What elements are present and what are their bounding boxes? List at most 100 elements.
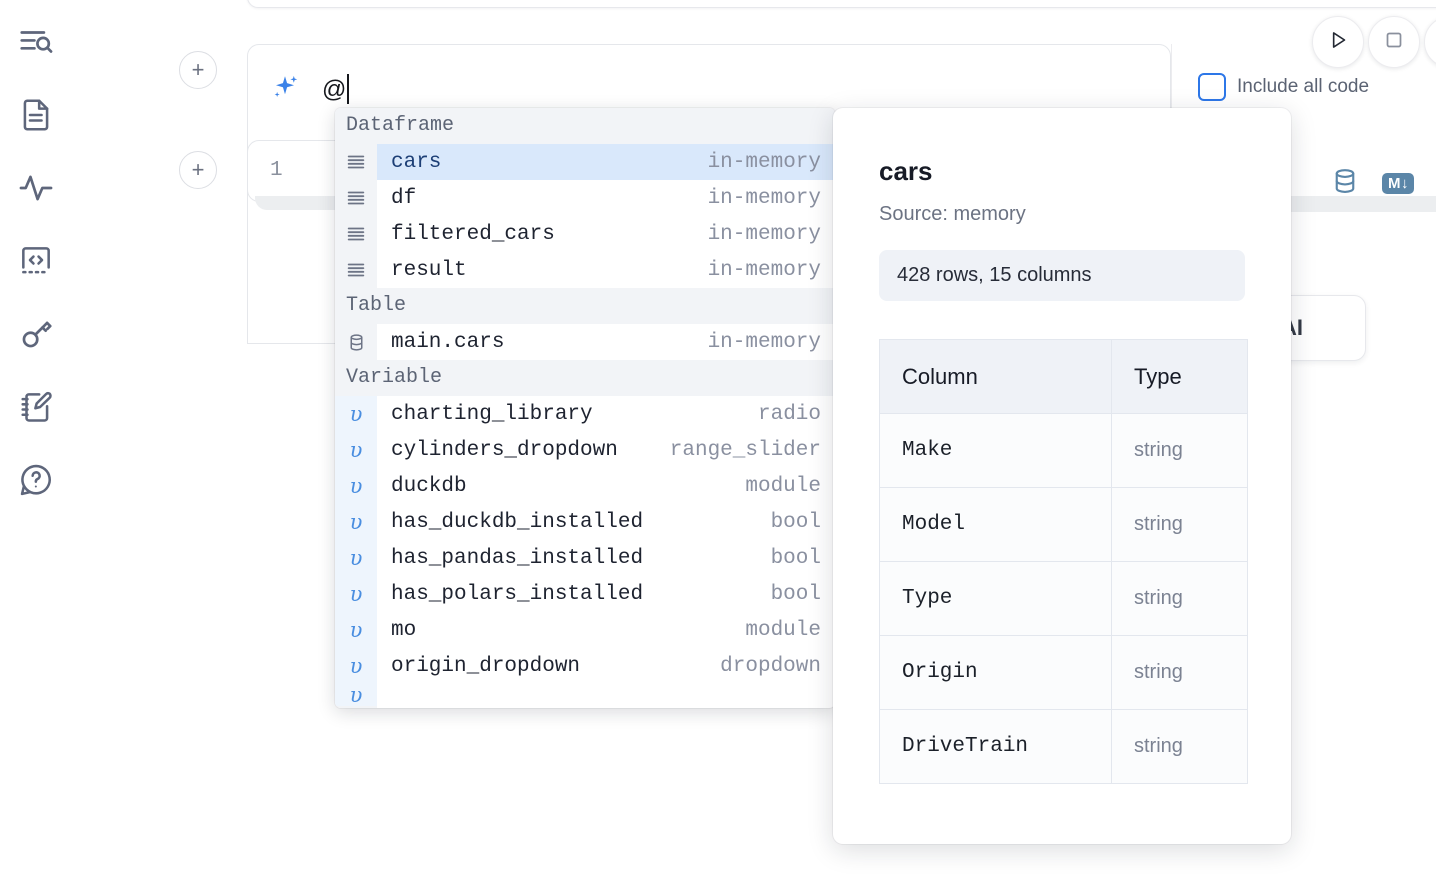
autocomplete-item-name: duckdb	[391, 474, 467, 498]
schema-column-name: Origin	[879, 635, 1112, 710]
autocomplete-item[interactable]: df in-memory	[335, 180, 835, 216]
autocomplete-list[interactable]: Dataframe cars in-memory df in-memory filtere…	[335, 108, 835, 706]
autocomplete-item-type: in-memory	[707, 150, 821, 174]
autocomplete-item-name: cars	[391, 150, 442, 174]
schema-column-type: string	[1111, 487, 1248, 562]
ai-prompt-input[interactable]: @	[322, 74, 350, 104]
play-triangle-icon	[1325, 27, 1351, 58]
autocomplete-item-type: dropdown	[720, 654, 821, 678]
autocomplete-group-header: Variable	[335, 360, 835, 396]
sidebar-item-activity[interactable]	[12, 164, 60, 212]
autocomplete-item-name: has_duckdb_installed	[391, 510, 644, 534]
schema-header-column: Column	[879, 339, 1112, 414]
autocomplete-item[interactable]: υ charting_library radio	[335, 396, 835, 432]
dataframe-icon	[335, 252, 377, 288]
autocomplete-group-header: Table	[335, 288, 835, 324]
add-cell-above-button[interactable]: +	[179, 51, 217, 89]
autocomplete-item-name: filtered_cars	[391, 222, 555, 246]
autocomplete-item-name: has_pandas_installed	[391, 546, 644, 570]
autocomplete-item-name: charting_library	[391, 402, 593, 426]
table-db-icon	[335, 324, 377, 360]
variable-icon: υ	[335, 684, 377, 706]
plus-icon: +	[191, 57, 205, 82]
more-actions-button[interactable]	[1424, 16, 1436, 68]
autocomplete-item-type: in-memory	[707, 186, 821, 210]
preview-title: cars	[879, 156, 933, 186]
include-all-code-label: Include all code	[1237, 76, 1370, 97]
autocomplete-item-type: range_slider	[669, 438, 821, 462]
schema-column-name: Make	[879, 413, 1112, 488]
stop-button[interactable]	[1368, 16, 1420, 68]
sidebar-item-help[interactable]	[12, 456, 60, 504]
schema-column-type: string	[1111, 561, 1248, 636]
sidebar-item-file[interactable]	[12, 91, 60, 139]
checkbox-box-icon[interactable]	[1198, 73, 1226, 101]
autocomplete-item-name: has_polars_installed	[391, 582, 644, 606]
dataframe-icon	[335, 216, 377, 252]
text-caret	[347, 74, 350, 104]
autocomplete-item-name: df	[391, 186, 417, 210]
markdown-icon[interactable]: M↓	[1382, 173, 1414, 194]
markdown-badge-arrow: ↓	[1401, 175, 1409, 192]
database-icon[interactable]	[1330, 166, 1360, 201]
variable-icon: υ	[335, 648, 377, 684]
add-cell-below-button[interactable]: +	[179, 151, 217, 189]
autocomplete-item-type: radio	[757, 402, 821, 426]
explore-outline-icon	[17, 23, 55, 61]
autocomplete-item-partial[interactable]: υ	[335, 684, 835, 706]
line-number: 1	[270, 159, 283, 182]
variable-icon: υ	[335, 612, 377, 648]
autocomplete-item[interactable]: υ origin_dropdown dropdown	[335, 648, 835, 684]
left-sidebar-rail	[0, 0, 72, 874]
autocomplete-dropdown[interactable]: Dataframe cars in-memory df in-memory filtere…	[335, 108, 835, 708]
autocomplete-item-name: result	[391, 258, 467, 282]
preview-shape-badge: 428 rows, 15 columns	[879, 250, 1245, 301]
variable-icon: υ	[335, 576, 377, 612]
key-icon	[17, 315, 55, 353]
schema-header-row: Column Type	[879, 339, 1248, 414]
plus-icon: +	[191, 157, 205, 182]
scratchpad-edit-icon	[17, 388, 55, 426]
autocomplete-item-name: mo	[391, 618, 417, 642]
autocomplete-item-type: in-memory	[707, 330, 821, 354]
sidebar-item-explore-outline[interactable]	[12, 18, 60, 66]
sidebar-item-secrets[interactable]	[12, 310, 60, 358]
autocomplete-group-header: Dataframe	[335, 108, 835, 144]
include-all-code-checkbox[interactable]: Include all code	[1198, 73, 1369, 101]
autocomplete-item[interactable]: cars in-memory	[335, 144, 835, 180]
schema-column-name: Model	[879, 487, 1112, 562]
autocomplete-item-type: bool	[770, 546, 821, 570]
sparkles-icon	[268, 72, 302, 106]
schema-column-type: string	[1111, 635, 1248, 710]
variable-icon: υ	[335, 396, 377, 432]
markdown-badge-letter: M	[1388, 175, 1401, 192]
variable-icon: υ	[335, 468, 377, 504]
ai-prompt-row: @	[248, 45, 1170, 133]
code-snippet-icon	[17, 242, 55, 280]
preview-source: Source: memory	[879, 203, 1026, 225]
sidebar-item-scratchpad[interactable]	[12, 383, 60, 431]
autocomplete-item-type: bool	[770, 582, 821, 606]
autocomplete-item-name: origin_dropdown	[391, 654, 581, 678]
previous-cell-edge	[247, 0, 1436, 8]
run-button[interactable]	[1312, 16, 1364, 68]
autocomplete-item-name: main.cars	[391, 330, 505, 354]
autocomplete-item[interactable]: main.cars in-memory	[335, 324, 835, 360]
schema-column-name: DriveTrain	[879, 709, 1112, 784]
schema-column-type: string	[1111, 709, 1248, 784]
dataframe-icon	[335, 180, 377, 216]
sidebar-item-snippets[interactable]	[12, 237, 60, 285]
autocomplete-item[interactable]: υ has_polars_installed bool	[335, 576, 835, 612]
